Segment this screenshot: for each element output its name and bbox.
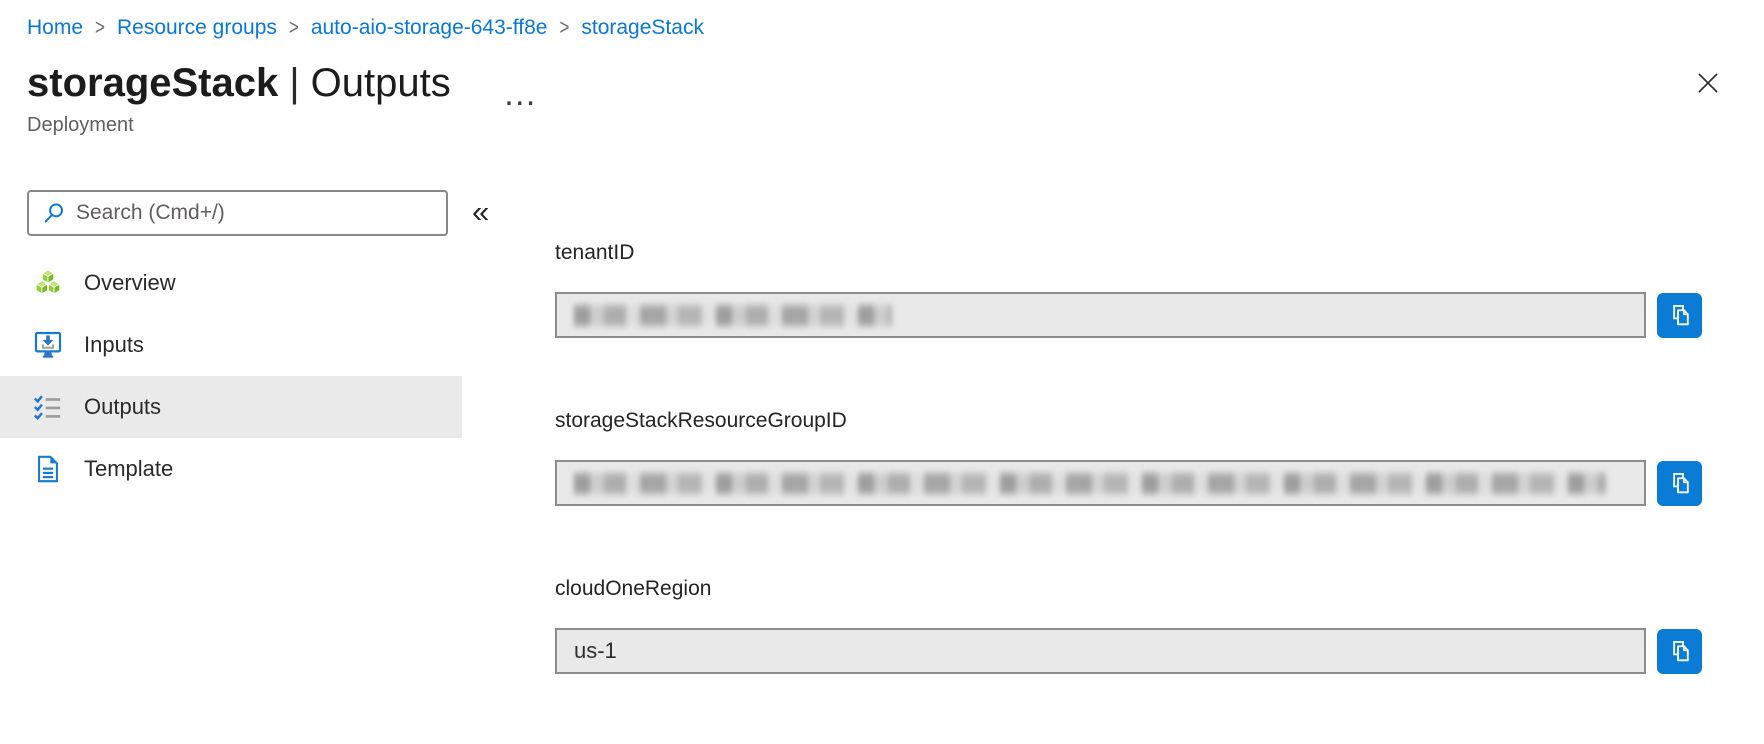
copy-button[interactable] bbox=[1657, 460, 1702, 506]
sidebar-item-label: Template bbox=[84, 456, 174, 481]
output-label: cloudOneRegion bbox=[555, 577, 712, 600]
breadcrumb-separator: > bbox=[288, 15, 299, 40]
sidebar-item-inputs[interactable]: Inputs bbox=[0, 314, 462, 376]
sidebar-item-template[interactable]: Template bbox=[0, 438, 462, 500]
sidebar: « Overview bbox=[0, 152, 489, 500]
sidebar-item-label: Outputs bbox=[84, 394, 162, 419]
copy-icon bbox=[1672, 472, 1689, 494]
page-title-section: Outputs bbox=[310, 61, 451, 105]
breadcrumb-deployment-name[interactable]: storageStack bbox=[581, 16, 704, 39]
resource-cubes-icon bbox=[35, 269, 61, 295]
more-commands-button[interactable]: … bbox=[502, 75, 538, 113]
page-subtitle: Deployment bbox=[27, 114, 134, 136]
breadcrumb-resource-group-name[interactable]: auto-aio-storage-643-ff8e bbox=[310, 16, 548, 39]
output-label: storageStackResourceGroupID bbox=[555, 409, 847, 432]
breadcrumb-separator: > bbox=[95, 15, 105, 40]
copy-icon bbox=[1672, 304, 1689, 326]
output-group-tenantid: tenantID bbox=[555, 240, 1702, 338]
redacted-value bbox=[574, 302, 892, 328]
copy-button[interactable] bbox=[1657, 292, 1702, 338]
page-title: storageStack|Outputs bbox=[27, 60, 451, 106]
output-group-cloudoneregion: cloudOneRegion bbox=[555, 576, 1702, 674]
breadcrumb-home[interactable]: Home bbox=[27, 16, 84, 39]
sidebar-item-outputs[interactable]: Outputs bbox=[0, 376, 462, 438]
close-icon bbox=[1698, 73, 1718, 93]
title-row: storageStack|Outputs … bbox=[27, 60, 1723, 113]
collapse-menu-button[interactable]: « bbox=[472, 194, 490, 229]
search-box[interactable] bbox=[27, 190, 448, 236]
sidebar-item-label: Inputs bbox=[84, 332, 144, 357]
sidebar-item-overview[interactable]: Overview bbox=[0, 252, 462, 314]
breadcrumb-resource-groups[interactable]: Resource groups bbox=[116, 16, 277, 39]
outputs-panel: tenantID storageStackResourceGroupID bbox=[462, 152, 1764, 744]
template-document-icon bbox=[38, 455, 58, 483]
page-title-name: storageStack bbox=[27, 61, 279, 105]
close-button[interactable] bbox=[1693, 68, 1723, 98]
copy-icon bbox=[1672, 640, 1689, 662]
output-value-field[interactable] bbox=[555, 628, 1646, 674]
output-value-field[interactable] bbox=[555, 292, 1646, 338]
output-value-field[interactable] bbox=[555, 460, 1646, 506]
sidebar-menu: Overview Inputs bbox=[0, 252, 462, 500]
outputs-checklist-icon bbox=[34, 395, 61, 421]
output-group-storagestackresourcegroupid: storageStackResourceGroupID bbox=[555, 408, 1702, 506]
breadcrumb-separator: > bbox=[559, 15, 570, 40]
redacted-value bbox=[574, 470, 1606, 496]
copy-button[interactable] bbox=[1657, 628, 1702, 674]
inputs-monitor-icon bbox=[34, 331, 62, 358]
output-value-input[interactable] bbox=[574, 638, 1627, 664]
page-title-divider: | bbox=[289, 61, 300, 105]
search-icon bbox=[44, 202, 63, 222]
breadcrumb: Home > Resource groups > auto-aio-storag… bbox=[0, 0, 1764, 40]
search-input[interactable] bbox=[76, 201, 446, 225]
sidebar-item-label: Overview bbox=[84, 270, 176, 295]
output-label: tenantID bbox=[555, 241, 635, 264]
